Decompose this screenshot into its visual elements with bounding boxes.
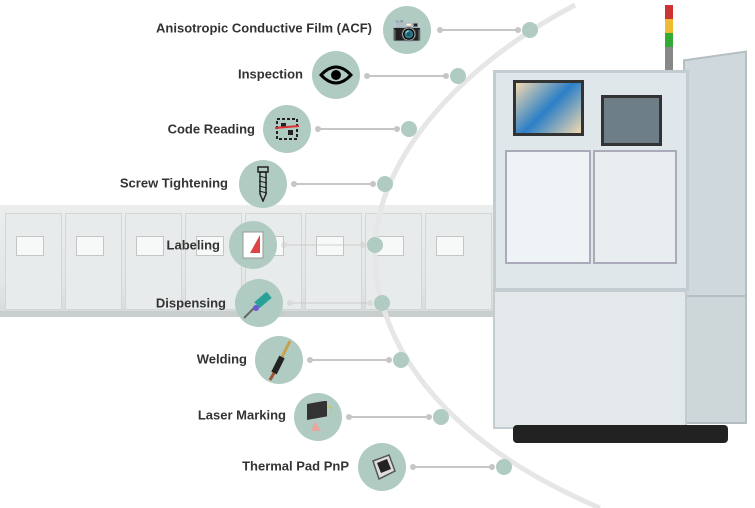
process-label-labeling: Labeling (166, 237, 220, 253)
signal-tower (665, 5, 673, 75)
arc-node (450, 68, 466, 84)
connector (410, 464, 495, 470)
dispenser-icon (235, 279, 283, 327)
camera-module-icon: 📷 (383, 6, 431, 54)
eye-icon (312, 51, 360, 99)
process-label-code-reading: Code Reading (167, 121, 255, 137)
automation-machine (493, 5, 748, 443)
qr-code-icon (263, 105, 311, 153)
label-icon (229, 221, 277, 269)
arc-node (401, 121, 417, 137)
process-label-welding: Welding (196, 351, 247, 367)
arc-node (496, 459, 512, 475)
laser-head-icon (294, 393, 342, 441)
arc-node (367, 237, 383, 253)
connector (307, 357, 392, 363)
process-label-acf: Anisotropic Conductive Film (ACF) (156, 20, 372, 36)
hmi-panel (601, 95, 662, 146)
connector (287, 300, 373, 306)
arc-node (374, 295, 390, 311)
process-label-screw-tightening: Screw Tightening (119, 175, 228, 191)
connector (437, 27, 521, 33)
process-label-inspection: Inspection (237, 66, 303, 82)
soldering-iron-icon (255, 336, 303, 384)
process-label-thermal-pad-pnp: Thermal Pad PnP (242, 458, 349, 474)
arc-node (393, 352, 409, 368)
connector (364, 73, 449, 79)
process-label-laser-marking: Laser Marking (197, 407, 286, 423)
arc-node (377, 176, 393, 192)
arc-node (522, 22, 538, 38)
connector (281, 242, 366, 248)
connector (346, 414, 432, 420)
thermal-pad-icon (358, 443, 406, 491)
screw-icon (239, 160, 287, 208)
connector (291, 181, 376, 187)
machine-display (513, 80, 584, 136)
connector (315, 126, 400, 132)
arc-node (433, 409, 449, 425)
process-label-dispensing: Dispensing (155, 295, 226, 311)
